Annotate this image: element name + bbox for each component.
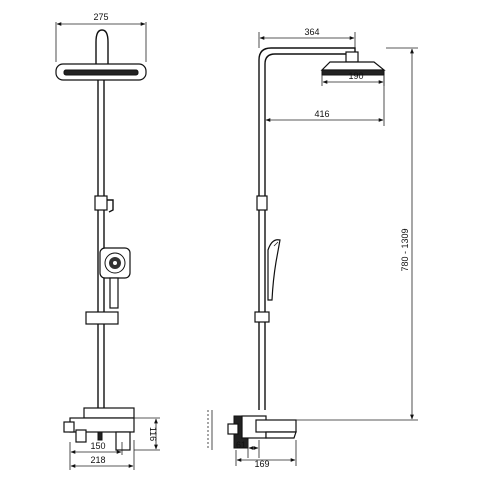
front-view: 275 150 218 116: [55, 12, 160, 470]
front-riser-pipe: [97, 80, 105, 410]
front-hand-shower-holder: [85, 311, 119, 325]
front-hand-shower: [99, 247, 131, 309]
dim-side-headshower-width: 190: [348, 71, 363, 81]
dim-front-headshower-width: 275: [93, 12, 108, 22]
dim-side-mixer-depth: 169: [254, 459, 269, 469]
front-mixer: [63, 407, 135, 451]
dim-front-mixer-width: 218: [90, 455, 105, 465]
side-riser-pipe: [258, 47, 356, 410]
dim-side-wall-offset: 61: [236, 440, 246, 450]
side-mixer: [227, 415, 297, 449]
dim-front-mixer-height: 116: [148, 427, 158, 441]
dim-front-spout-width: 150: [90, 441, 105, 451]
side-hand-shower: [267, 239, 281, 301]
dim-side-pipe-offset: 416: [314, 109, 329, 119]
front-head-shower: [55, 63, 147, 81]
side-head-shower: [320, 51, 386, 76]
front-top-arm: [95, 29, 109, 66]
side-slider-bracket: [256, 195, 268, 211]
front-slider-knob: [107, 199, 114, 213]
dim-height-range: 780 - 1309: [400, 228, 410, 271]
side-view: 364 190 416 780 - 1309 61 169: [207, 27, 418, 469]
front-slider-bracket: [94, 195, 108, 211]
side-hand-shower-holder: [254, 311, 270, 323]
dim-side-arm-reach: 364: [304, 27, 319, 37]
